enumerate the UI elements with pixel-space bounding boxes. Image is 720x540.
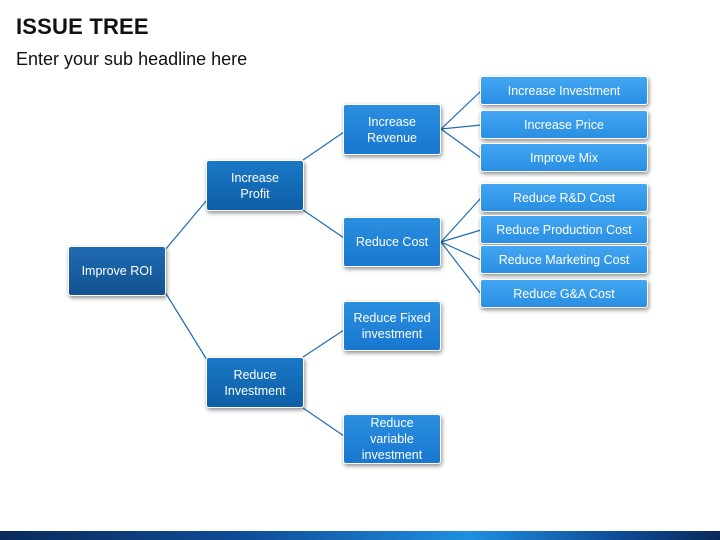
connector-investment-fixed bbox=[302, 329, 345, 358]
connector-profit-revenue bbox=[302, 131, 345, 161]
leaf-reduce-rd-cost: Reduce R&D Cost bbox=[480, 183, 648, 212]
node-increase-profit: Increase Profit bbox=[206, 160, 304, 211]
node-reduce-investment: Reduce Investment bbox=[206, 357, 304, 408]
node-improve-roi: Improve ROI bbox=[68, 246, 166, 296]
connector-revenue-mix bbox=[440, 128, 482, 159]
leaf-improve-mix: Improve Mix bbox=[480, 143, 648, 172]
leaf-reduce-marketing-cost: Reduce Marketing Cost bbox=[480, 245, 648, 274]
footer-accent-bar bbox=[0, 531, 720, 540]
leaf-increase-price: Increase Price bbox=[480, 110, 648, 139]
connector-profit-cost bbox=[302, 209, 345, 239]
connector-cost-production bbox=[440, 229, 482, 243]
node-reduce-cost: Reduce Cost bbox=[343, 217, 441, 267]
connector-revenue-price bbox=[440, 124, 482, 130]
connector-revenue-investment bbox=[440, 90, 482, 130]
leaf-reduce-ga-cost: Reduce G&A Cost bbox=[480, 279, 648, 308]
leaf-increase-investment: Increase Investment bbox=[480, 76, 648, 105]
node-increase-revenue: Increase Revenue bbox=[343, 104, 441, 155]
connector-investment-variable bbox=[302, 407, 345, 437]
page-subtitle: Enter your sub headline here bbox=[16, 49, 248, 69]
connector-roi-investment bbox=[164, 291, 208, 361]
node-reduce-fixed-investment: Reduce Fixed investment bbox=[343, 301, 441, 351]
connector-cost-ga bbox=[440, 241, 482, 295]
node-reduce-variable-investment: Reduce variable investment bbox=[343, 414, 441, 464]
connector-cost-rd bbox=[440, 197, 482, 243]
page-title: ISSUE TREE bbox=[16, 14, 149, 39]
connector-roi-profit bbox=[164, 199, 208, 251]
leaf-reduce-production-cost: Reduce Production Cost bbox=[480, 215, 648, 244]
connector-cost-marketing bbox=[440, 241, 482, 261]
